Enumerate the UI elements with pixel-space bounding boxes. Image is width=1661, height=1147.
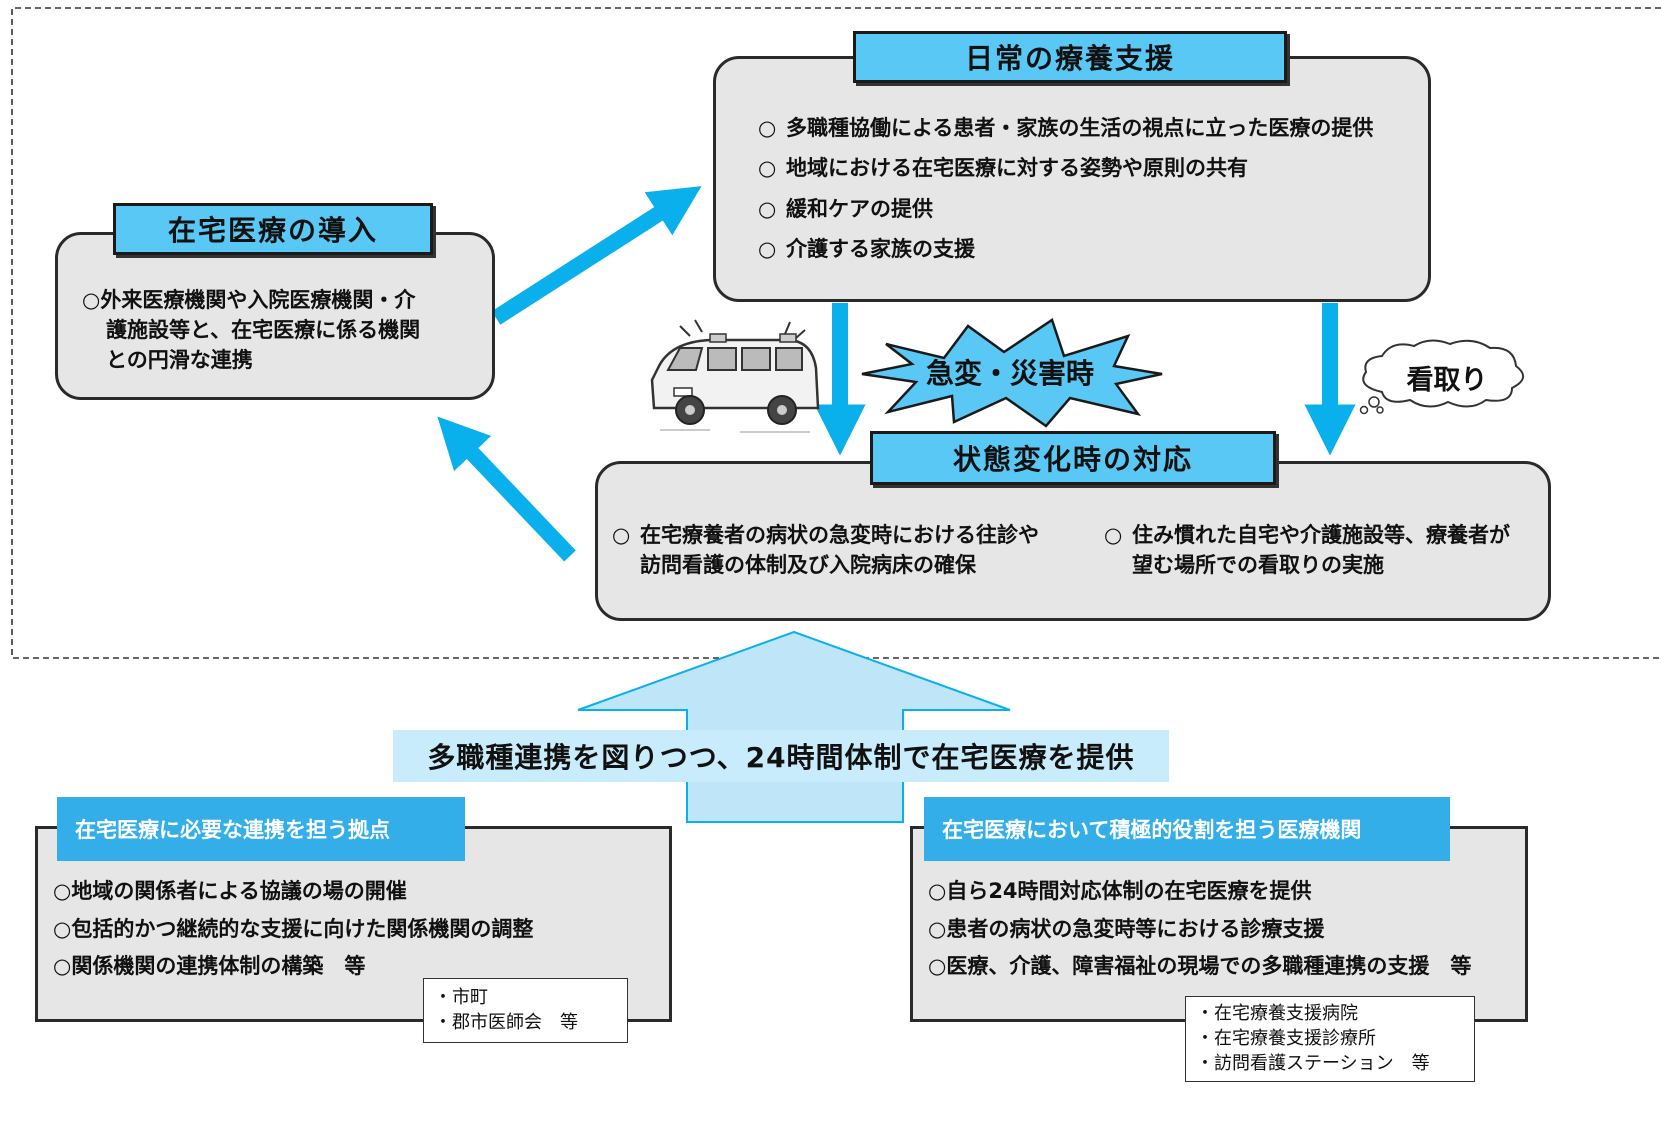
response-right-text: ○住み慣れた自宅や介護施設等、療養者が 望む場所での看取りの実施: [1104, 520, 1510, 580]
daily-item-1: ○多職種協働による患者・家族の生活の視点に立った医療の提供: [758, 113, 1373, 143]
arrow-intro-to-daily: [491, 186, 702, 325]
institutions-item-2: ○患者の病状の急変時等における診療支援: [928, 917, 1325, 941]
response-title: 状態変化時の対応: [870, 431, 1276, 485]
daily-item-2: ○地域における在宅医療に対する姿勢や原則の共有: [758, 153, 1248, 183]
thought-cloud-icon: [1359, 339, 1524, 415]
banner-text: 多職種連携を図りつつ、24時間体制で在宅医療を提供: [393, 730, 1169, 782]
institutions-item-1: ○自ら24時間対応体制の在宅医療を提供: [928, 879, 1312, 903]
hub-item-2: ○包括的かつ継続的な支援に向けた関係機関の調整: [53, 917, 534, 941]
circle-mark: ○: [758, 197, 777, 221]
daily-item-4: ○介護する家族の支援: [758, 234, 975, 264]
daily-support-panel: [713, 56, 1431, 302]
introduction-title: 在宅医療の導入: [113, 203, 433, 255]
circle-mark: ○: [758, 237, 777, 261]
institutions-item-3: ○医療、介護、障害福祉の現場での多職種連携の支援 等: [928, 954, 1472, 978]
introduction-panel: [55, 232, 495, 400]
response-left-text: ○在宅療養者の病状の急変時における往診や 訪問看護の体制及び入院病床の確保: [612, 520, 1039, 580]
introduction-text: ○外来医療機関や入院医療機関・介 護施設等と、在宅医療に係る機関 との円滑な連携: [82, 288, 421, 372]
daily-item-3: ○緩和ケアの提供: [758, 194, 933, 224]
hub-item-3: ○関係機関の連携体制の構築 等: [53, 954, 366, 978]
circle-mark: ○: [1104, 523, 1123, 547]
institutions-examples: ・在宅療養支援病院 ・在宅療養支援診療所 ・訪問看護ステーション 等: [1185, 996, 1475, 1082]
hub-examples: ・市町 ・郡市医師会 等: [423, 978, 628, 1043]
hub-title: 在宅医療に必要な連携を担う拠点: [57, 797, 465, 861]
daily-support-title: 日常の療養支援: [853, 31, 1287, 83]
circle-mark: ○: [758, 116, 777, 140]
institutions-title: 在宅医療において積極的役割を担う医療機関: [924, 797, 1450, 861]
circle-mark: ○: [612, 523, 631, 547]
starburst-icon: [861, 318, 1163, 428]
emergency-label: 急変・災害時: [925, 357, 1094, 390]
ambulance-icon: [650, 319, 820, 433]
big-up-arrow: [577, 630, 1011, 823]
mitori-label: 看取り: [1406, 365, 1488, 396]
arrow-response-to-intro: [437, 416, 576, 562]
hub-item-1: ○地域の関係者による協議の場の開催: [53, 879, 407, 903]
circle-mark: ○: [758, 156, 777, 180]
